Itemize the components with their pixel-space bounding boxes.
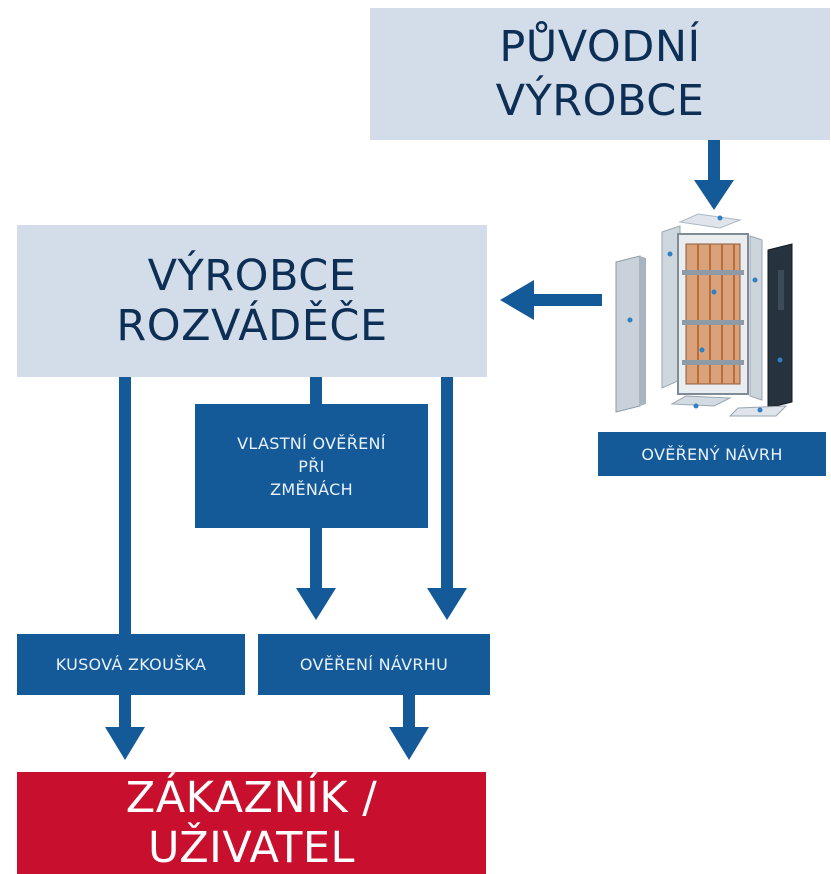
arrow-design-verif-to-customer-head (389, 727, 429, 760)
arrow-own-to-design-verif-shaft (310, 528, 322, 592)
original-manufacturer-line1: PŮVODNÍ (499, 22, 701, 72)
design-verification-label: OVĚŘENÍ NÁVRHU (299, 655, 449, 674)
arrow-design-to-builder-shaft (530, 294, 602, 306)
arrow-routine-to-customer-shaft (119, 695, 131, 731)
routine-test-label: KUSOVÁ ZKOUŠKA (55, 655, 207, 674)
arrow-builder-to-design-verif-head (427, 588, 467, 620)
switchboard-cabinet-exploded-icon (615, 213, 793, 417)
arrow-routine-to-customer-head (105, 727, 145, 760)
original-manufacturer-box: PŮVODNÍ VÝROBCE (370, 8, 830, 140)
own-verification-line2: PŘI (298, 456, 325, 476)
arrow-design-verif-to-customer-shaft (403, 695, 415, 731)
arrow-design-to-builder-head (500, 280, 534, 320)
customer-label: ZÁKAZNÍK / UŽIVATEL (125, 773, 378, 873)
arrow-original-to-design-head (694, 180, 734, 210)
design-verification-box: OVĚŘENÍ NÁVRHU (258, 634, 490, 695)
own-verification-line3: ZMĚNÁCH (270, 479, 353, 499)
panel-builder-label: VÝROBCE ROZVÁDĚČE (116, 251, 388, 351)
original-manufacturer-line2: VÝROBCE (495, 76, 705, 126)
verified-design-label: OVĚŘENÝ NÁVRH (641, 444, 783, 464)
verified-design-box: OVĚŘENÝ NÁVRH (598, 432, 826, 476)
arrow-original-to-design-shaft (708, 140, 720, 184)
arrow-own-to-design-verif-head (296, 588, 336, 620)
routine-test-box: KUSOVÁ ZKOUŠKA (17, 634, 245, 695)
customer-box: ZÁKAZNÍK / UŽIVATEL (17, 772, 486, 874)
own-verification-line1: VLASTNÍ OVĚŘENÍ (237, 433, 386, 453)
panel-builder-box: VÝROBCE ROZVÁDĚČE (17, 225, 487, 377)
own-verification-box: VLASTNÍ OVĚŘENÍ PŘI ZMĚNÁCH (195, 404, 428, 528)
arrow-builder-to-routine (119, 377, 131, 634)
arrow-builder-to-design-verif-shaft (441, 377, 453, 592)
arrow-builder-to-own-verification (310, 377, 322, 404)
